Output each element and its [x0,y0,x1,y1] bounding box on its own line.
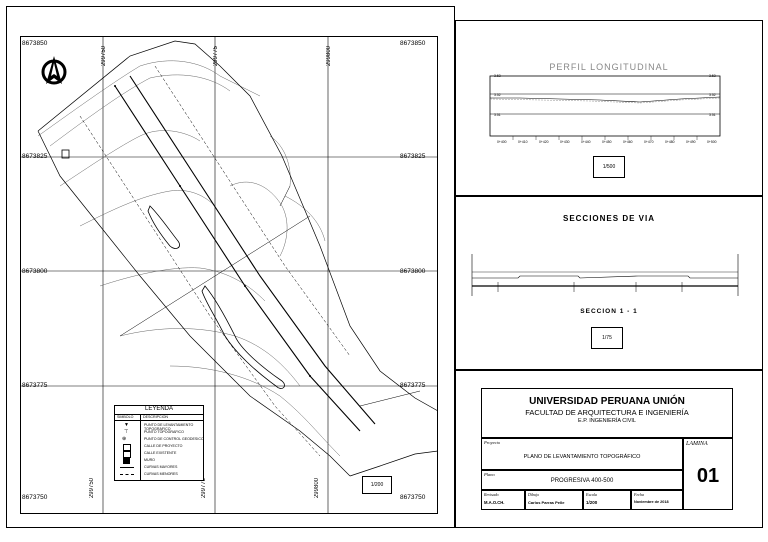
profile-station: 0+470 [644,140,654,144]
profile-station: 0+400 [497,140,507,144]
title-block-panel [455,370,763,528]
escala-label: Escala [586,492,597,497]
triangle-symbol-icon: ▼ [124,422,129,428]
legend-item: MURO [115,457,205,465]
profile-station: 0+410 [518,140,528,144]
coord-right-3: 8673800 [400,268,426,275]
section-caption: SECCION 1 - 1 [580,308,638,315]
section-panel [455,196,763,370]
profile-title: PERFIL LONGITUDINAL [549,62,669,72]
profile-station: 0+490 [686,140,696,144]
profile-chart [489,75,721,140]
legend-item: CURVAS MAYORES [115,464,205,472]
section-scale-label: 1/75 [602,335,612,341]
north-arrow-icon [41,56,67,85]
profile-scale-box: 1/500 [593,156,625,178]
profile-station: 0+500 [707,140,717,144]
university-name: UNIVERSIDAD PERUANA UNIÓN [529,396,685,407]
plan-scale-box: 1/200 [362,476,392,494]
coord-left-3: 8673800 [22,268,48,275]
legend-item: ⊤ PUNTO TOPOGRAFICO [124,429,184,435]
major-contour-symbol-icon [120,467,134,468]
coord-right-1: 8673850 [400,40,426,47]
plano-value: PROGRESIVA 400-500 [550,478,614,484]
legend-item: ▼ PUNTO DE LEVANTAMIENTO TOPOGRAFICO [124,422,194,431]
escala-value: 1/200 [586,500,598,505]
section-title: SECCIONES DE VIA [562,214,655,223]
profile-elev-left-1: 3.53 [494,74,501,78]
legend: LEYENDA SIMBOLO DESCRIPCION ▼ PUNTO DE L… [114,405,204,481]
coord-right-2: 8673825 [400,153,426,160]
fecha-value: Noviembre de 2018 [634,500,669,504]
profile-station: 0+450 [602,140,612,144]
dibujo-value: Carlos Parras Pelle [528,500,565,505]
profile-elev-left-3: 3.51 [494,113,501,117]
proyecto-box: Proyecto PLANO DE LEVANTAMIENTO TOPOGRÁF… [481,438,683,470]
project-street-symbol-icon [123,444,131,451]
profile-elev-right-3: 3.51 [709,113,716,117]
coord-left-4: 8673775 [22,382,48,389]
geodetic-symbol-icon: ⊕ [122,436,127,442]
profile-elev-left-2: 3.52 [494,93,501,97]
topographic-plan [20,36,438,514]
plano-label: Plano [484,472,495,477]
escala-cell: Escala 1/200 [583,490,631,510]
lamina-box: LAMINA 01 [683,438,733,510]
lamina-number: 01 [696,465,720,487]
profile-station: 0+440 [581,140,591,144]
coord-left-1: 8673850 [22,40,48,47]
existing-street-symbol-icon [123,451,131,458]
plano-box: Plano PROGRESIVA 400-500 [481,470,683,490]
lamina-label: LAMINA [686,441,708,447]
plan-frame-inner [20,36,438,514]
section-scale-box: 1/75 [591,327,623,349]
legend-header-symbol: SIMBOLO [117,415,134,419]
coord-left-2: 8673825 [22,153,48,160]
profile-elev-right-1: 3.53 [709,74,716,78]
coord-right-5: 8673750 [400,494,426,501]
profile-elev-right-2: 3.52 [709,93,716,97]
legend-item: ⊕ PUNTO DE CONTROL GEODESICO [122,436,204,442]
profile-station: 0+420 [539,140,549,144]
revisado-label: Revisado [484,492,499,497]
fecha-cell: Fecha Noviembre de 2018 [631,490,683,510]
coord-right-4: 8673775 [400,382,426,389]
profile-panel [455,20,763,196]
legend-header-description: DESCRIPCION [143,415,168,419]
revisado-cell: Revisado M.A.O.CH. [481,490,525,510]
minor-contour-symbol-icon [120,474,134,475]
plan-frame-outer [6,6,455,528]
dibujo-cell: Dibujo Carlos Parras Pelle [525,490,583,510]
coord-bottom-x-2: 299775 [201,478,207,499]
proyecto-label: Proyecto [484,440,501,445]
cross-section-drawing [471,254,739,296]
coord-top-x-2: 299775 [213,46,219,67]
school-name: E.P. INGENIERÍA CIVIL [578,418,636,424]
coord-top-x-1: 299750 [101,46,107,67]
legend-item: CALLE DE PROYECTO [115,443,205,451]
profile-scale-label: 1/500 [602,164,616,170]
faculty-name: FACULTAD DE ARQUITECTURA E INGENIERÍA [525,408,689,417]
plan-scale-label: 1/200 [370,482,384,488]
coord-bottom-x-1: 299750 [89,478,95,499]
coord-top-x-3: 299800 [326,46,332,67]
profile-station: 0+460 [623,140,633,144]
wall-symbol-icon [123,458,130,464]
legend-item: CURVAS MENORES [115,471,205,479]
legend-title: LEYENDA [144,406,173,412]
point-symbol-icon: ⊤ [124,429,129,435]
profile-station: 0+430 [560,140,570,144]
university-box: UNIVERSIDAD PERUANA UNIÓN FACULTAD DE AR… [481,388,733,438]
coord-left-5: 8673750 [22,494,48,501]
legend-item: CALLE EXISTENTE [115,450,205,458]
dibujo-label: Dibujo [528,492,540,497]
profile-station: 0+480 [665,140,675,144]
proyecto-value: PLANO DE LEVANTAMIENTO TOPOGRÁFICO [523,454,641,460]
revisado-value: M.A.O.CH. [484,500,505,505]
coord-bottom-x-3: 299800 [314,478,320,499]
fecha-label: Fecha [634,492,644,497]
